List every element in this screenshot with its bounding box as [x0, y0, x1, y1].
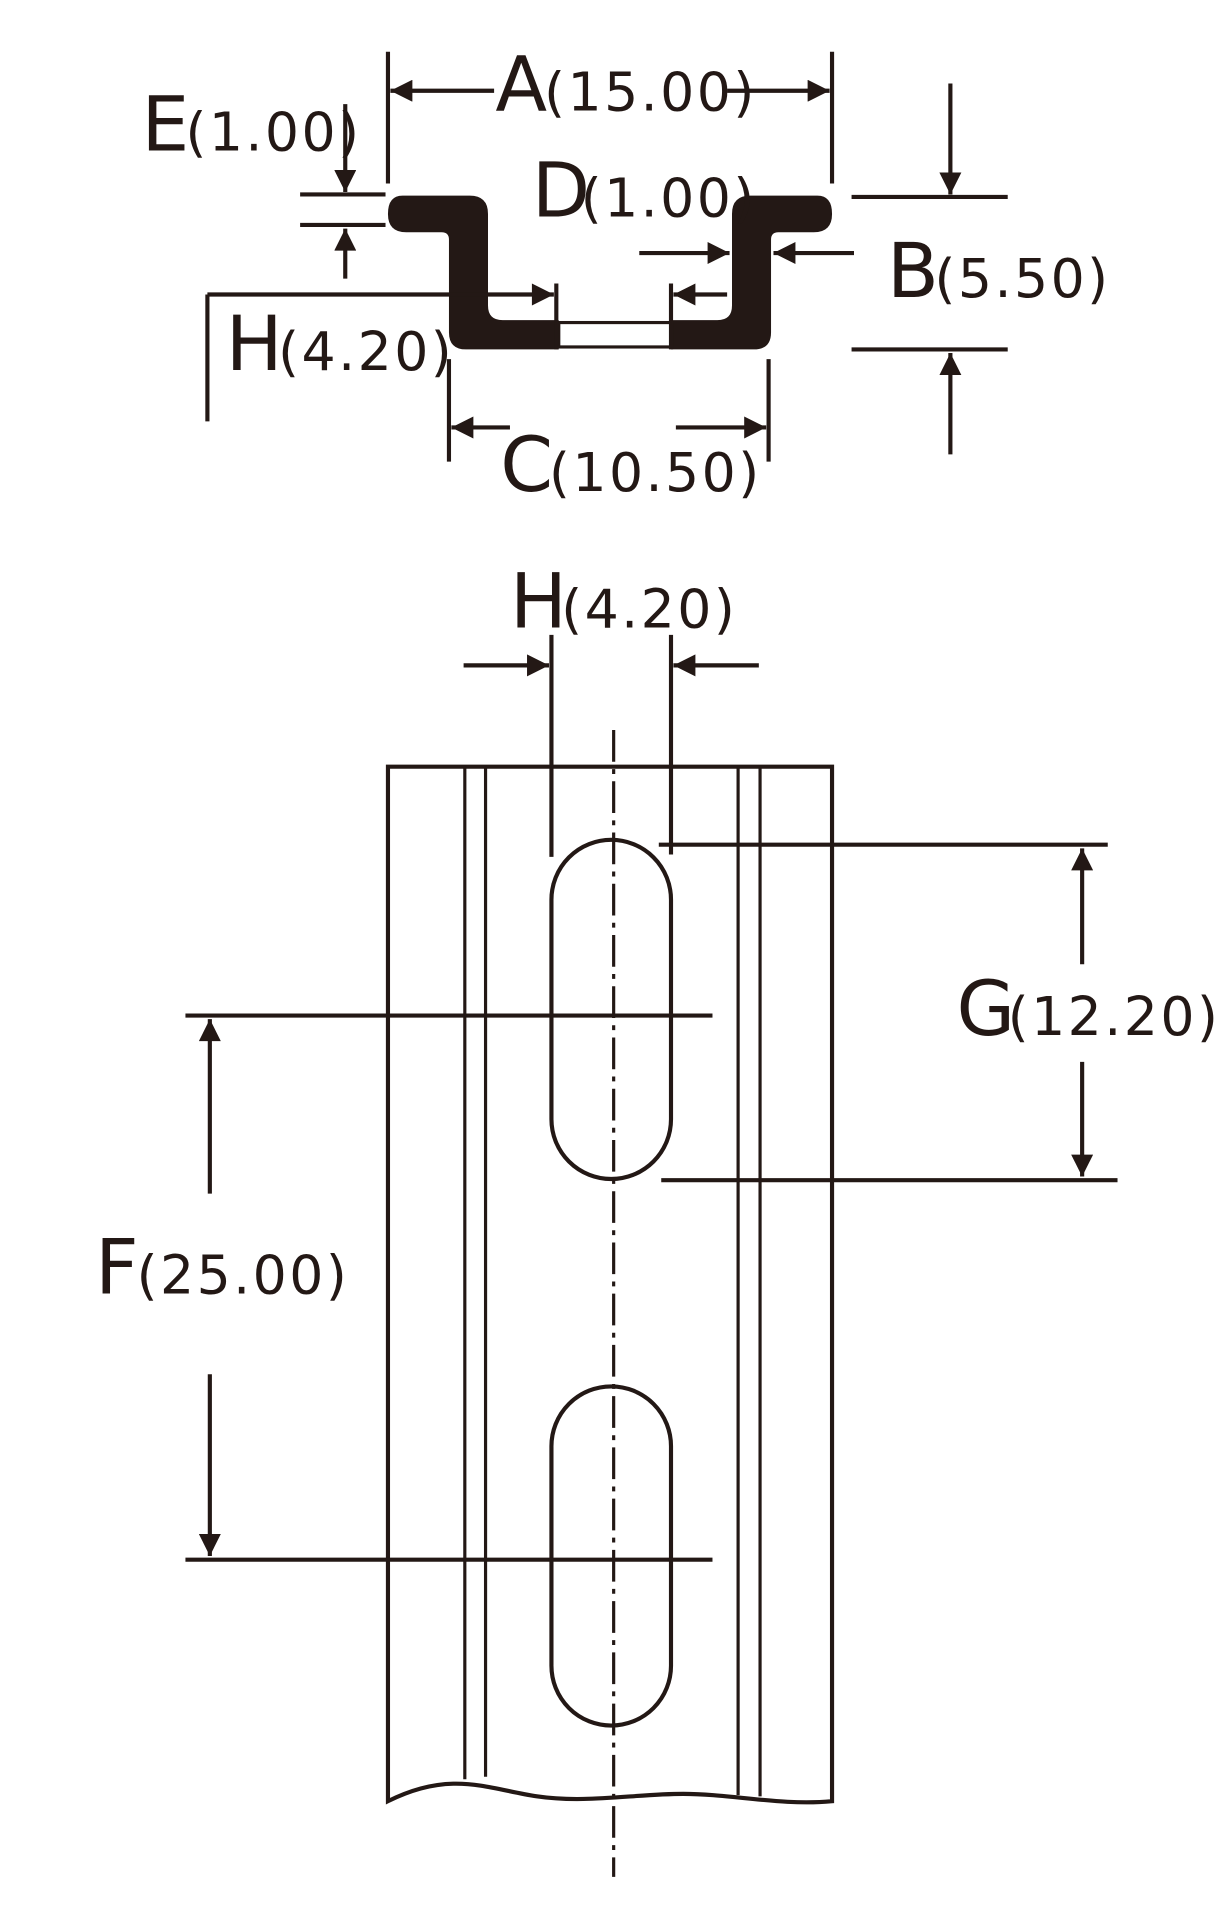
rail-profile-section: [387, 195, 559, 350]
dim-h-plan-letter: H: [510, 558, 567, 646]
dim-d-value: (1.00): [581, 166, 757, 229]
dim-a-letter: A: [495, 40, 547, 128]
dim-g-value: (12.20): [1008, 985, 1220, 1048]
dim-e-letter: E: [142, 81, 190, 169]
rail-outline: [385, 764, 835, 1805]
plan-view: H (4.20) G (12.20) F (25.00): [95, 558, 1220, 1877]
dim-c-letter: C: [500, 421, 553, 509]
dim-h-profile-letter: H: [226, 300, 283, 388]
dim-d-letter: D: [532, 146, 590, 234]
dim-f-value: (25.00): [137, 1244, 350, 1307]
dim-e-value: (1.00): [185, 101, 361, 164]
dim-c-value: (10.50): [549, 441, 762, 504]
rail-slot-opening: [557, 320, 673, 349]
dim-b-value: (5.50): [935, 247, 1111, 310]
dim-f-letter: F: [95, 1224, 138, 1312]
dim-b-letter: B: [887, 227, 939, 315]
dim-h-plan-value: (4.20): [561, 578, 737, 641]
mounting-slot-upper: [549, 837, 674, 1182]
dim-a-value: (15.00): [544, 60, 757, 123]
dim-h-profile-value: (4.20): [278, 320, 454, 383]
dim-g-letter: G: [956, 965, 1015, 1053]
profile-view: A (15.00) E (1.00) D (1.00) B (5.50) H (…: [142, 40, 1111, 509]
rail-profile-section-right: [671, 195, 833, 350]
mounting-slot-lower: [549, 1384, 674, 1728]
